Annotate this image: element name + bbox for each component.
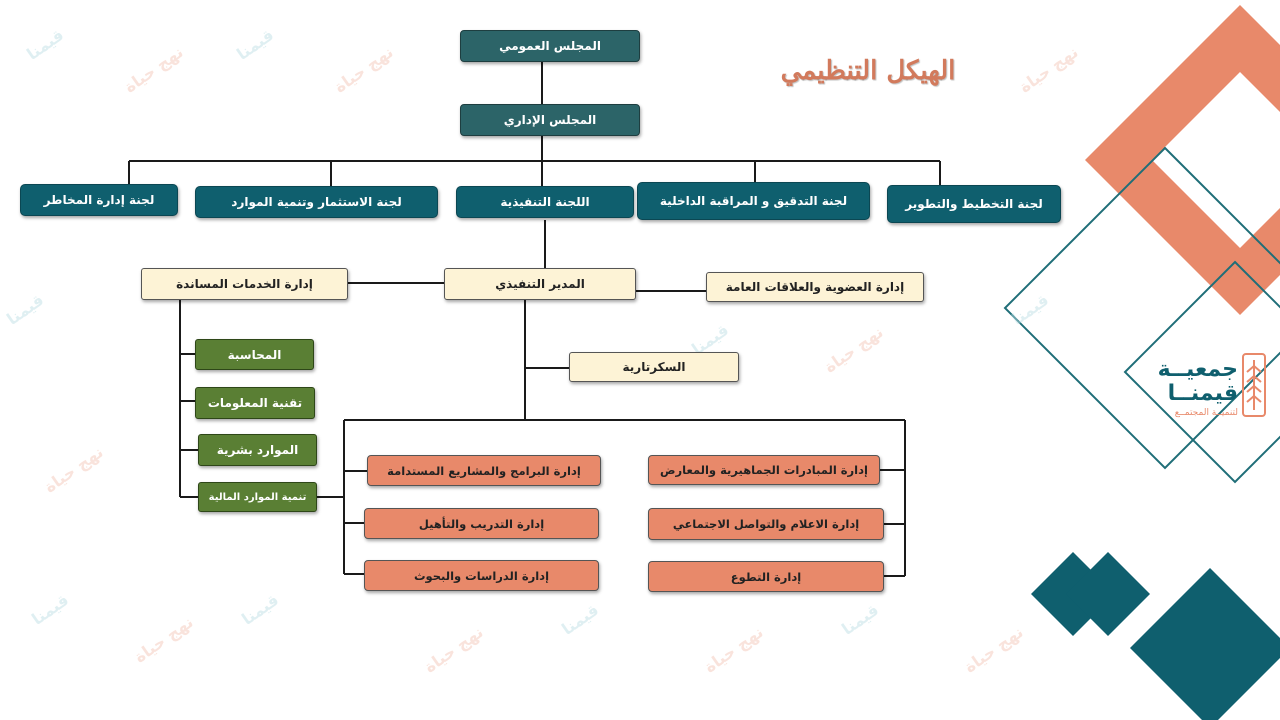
logo-line2: قيمنــا xyxy=(1167,381,1238,406)
node-audit-committee: لجنة التدقيق و المراقبة الداخلية xyxy=(637,182,870,220)
node-training: إدارة التدريب والتأهيل xyxy=(364,508,599,539)
node-public-initiatives: إدارة المبادرات الجماهيرية والمعارض xyxy=(648,455,880,485)
node-volunteering: إدارة التطوع xyxy=(648,561,884,592)
connector-lines xyxy=(128,62,941,577)
node-hr: الموارد بشرية xyxy=(198,434,317,466)
node-general-assembly: المجلس العمومي xyxy=(460,30,640,62)
node-accounting: المحاسبة xyxy=(195,339,314,370)
node-secretariat: السكرتارية xyxy=(569,352,739,382)
wheat-logo-icon xyxy=(1242,353,1266,417)
node-executive-committee: اللجنة التنفيذية xyxy=(456,186,634,218)
node-executive-director: المدير التنفيذي xyxy=(444,268,636,300)
node-it: تقنية المعلومات xyxy=(195,387,315,419)
node-support-services: إدارة الخدمات المساندة xyxy=(141,268,348,300)
node-financial-resources: تنمية الموارد المالية xyxy=(198,482,317,512)
node-risk-committee: لجنة إدارة المخاطر xyxy=(20,184,178,216)
node-board: المجلس الإداري xyxy=(460,104,640,136)
node-membership-pr: إدارة العضوية والعلاقات العامة xyxy=(706,272,924,302)
teal-diamond-outline xyxy=(1003,146,1280,470)
node-investment-committee: لجنة الاستثمار وتنمية الموارد xyxy=(195,186,438,218)
logo-line1: جمعيــة xyxy=(1157,357,1238,382)
page-title: الهيكل التنظيمي xyxy=(780,56,956,86)
node-programs: إدارة البرامج والمشاريع المستدامة xyxy=(367,455,601,486)
node-media: إدارة الاعلام والتواصل الاجتماعي xyxy=(648,508,884,540)
teal-diamond-shapes xyxy=(1031,552,1280,720)
teal-diamond-outline-inner xyxy=(1123,260,1280,484)
salmon-diamond-shape xyxy=(1085,5,1280,315)
node-planning-committee: لجنة التخطيط والتطوير xyxy=(887,185,1061,223)
logo-tagline: لتنميــة المجتمــع xyxy=(1174,408,1238,418)
node-studies: إدارة الدراسات والبحوث xyxy=(364,560,599,591)
